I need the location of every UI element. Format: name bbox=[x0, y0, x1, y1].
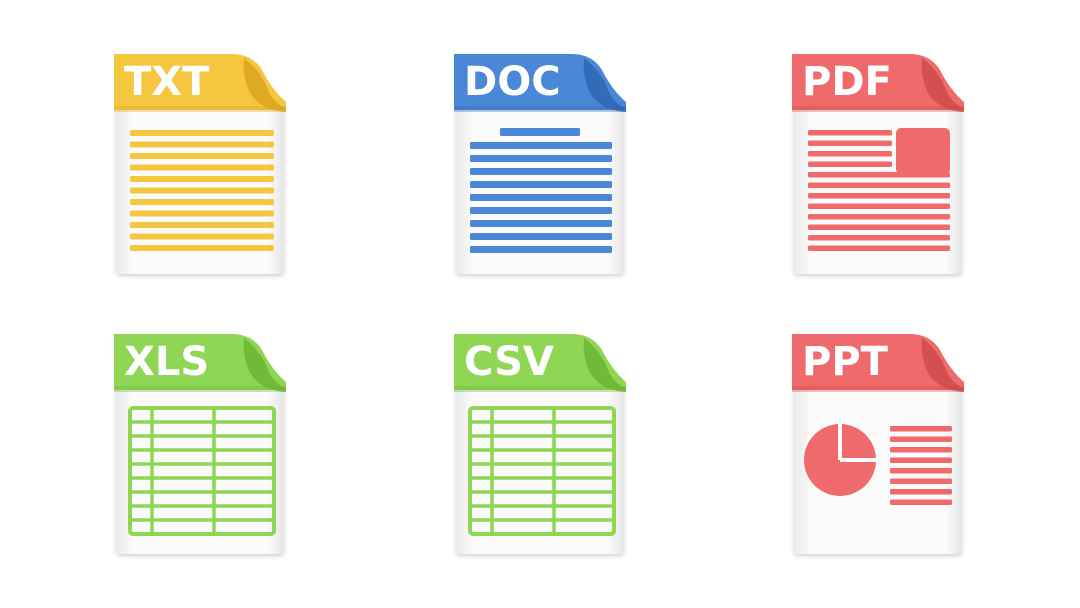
text-line bbox=[808, 193, 950, 199]
pdf-file-icon: PDF bbox=[790, 50, 966, 276]
text-line bbox=[470, 168, 612, 175]
text-line bbox=[130, 233, 274, 240]
paper-sheet bbox=[456, 386, 624, 554]
label-tab bbox=[454, 334, 626, 390]
txt-file-icon-graphic: TXT bbox=[114, 54, 286, 274]
text-line bbox=[470, 220, 612, 227]
page-curl bbox=[921, 58, 964, 112]
file-type-label: DOC bbox=[464, 59, 561, 105]
label-tab bbox=[792, 334, 964, 390]
label-tab bbox=[114, 334, 286, 390]
text-line bbox=[470, 155, 612, 162]
text-line bbox=[470, 142, 612, 149]
text-line bbox=[808, 214, 950, 220]
text-line bbox=[890, 499, 952, 505]
text-line bbox=[890, 447, 952, 453]
paper-sheet bbox=[116, 386, 284, 554]
text-line bbox=[470, 233, 612, 240]
text-line bbox=[130, 130, 274, 136]
text-line bbox=[890, 478, 952, 484]
ppt-file-icon: PPT bbox=[790, 330, 966, 556]
pie-slice-divider bbox=[838, 424, 876, 462]
csv-file-icon-graphic: CSV bbox=[454, 334, 626, 554]
text-line bbox=[808, 224, 950, 230]
page-curl bbox=[583, 58, 626, 112]
text-line bbox=[130, 222, 274, 228]
text-line bbox=[130, 210, 274, 217]
doc-file-icon: DOC bbox=[452, 50, 628, 276]
text-line bbox=[890, 436, 952, 442]
page-curl bbox=[583, 338, 626, 392]
tab-edge bbox=[792, 106, 964, 112]
text-line bbox=[808, 161, 892, 167]
tab-edge bbox=[454, 106, 626, 112]
text-line bbox=[808, 182, 950, 188]
xls-file-icon-graphic: XLS bbox=[114, 334, 286, 554]
text-line bbox=[808, 151, 892, 157]
page-curl bbox=[921, 338, 964, 392]
tab-edge bbox=[114, 106, 286, 112]
pdf-file-icon-graphic: PDF bbox=[792, 54, 964, 274]
page-curl bbox=[243, 58, 286, 112]
doc-file-icon-graphic: DOC bbox=[454, 54, 626, 274]
tab-edge bbox=[792, 386, 964, 392]
text-line bbox=[130, 199, 274, 205]
text-line bbox=[890, 468, 952, 474]
text-line bbox=[130, 164, 274, 171]
csv-file-icon: CSV bbox=[452, 330, 628, 556]
spreadsheet-grid bbox=[468, 406, 616, 536]
tab-edge bbox=[454, 386, 626, 392]
xls-file-icon: XLS bbox=[112, 330, 288, 556]
text-line bbox=[470, 194, 612, 201]
text-line bbox=[808, 140, 892, 146]
tab-edge bbox=[114, 386, 286, 392]
text-line bbox=[470, 181, 612, 188]
doc-heading-line bbox=[500, 128, 580, 136]
text-line bbox=[890, 426, 952, 432]
label-tab bbox=[454, 54, 626, 110]
spreadsheet-grid bbox=[128, 406, 276, 536]
text-line bbox=[130, 153, 274, 159]
text-line bbox=[808, 235, 950, 241]
page-curl bbox=[243, 338, 286, 392]
text-line bbox=[808, 130, 892, 136]
txt-file-icon: TXT bbox=[112, 50, 288, 276]
file-type-label: XLS bbox=[124, 339, 209, 385]
text-line bbox=[470, 246, 612, 253]
file-type-label: TXT bbox=[124, 59, 210, 105]
file-type-label: PDF bbox=[802, 59, 892, 105]
text-line bbox=[890, 457, 952, 463]
label-tab bbox=[114, 54, 286, 110]
text-line bbox=[470, 207, 612, 214]
text-line bbox=[130, 176, 274, 182]
text-line bbox=[130, 187, 274, 194]
text-line bbox=[808, 245, 950, 251]
image-block bbox=[896, 128, 950, 174]
ppt-file-icon-graphic: PPT bbox=[792, 334, 964, 554]
text-line bbox=[808, 172, 950, 178]
file-type-label: PPT bbox=[802, 339, 889, 385]
label-tab bbox=[792, 54, 964, 110]
file-type-label: CSV bbox=[464, 339, 554, 385]
text-line bbox=[130, 245, 274, 251]
text-line bbox=[890, 489, 952, 495]
text-line bbox=[808, 203, 950, 209]
text-line bbox=[130, 141, 274, 148]
